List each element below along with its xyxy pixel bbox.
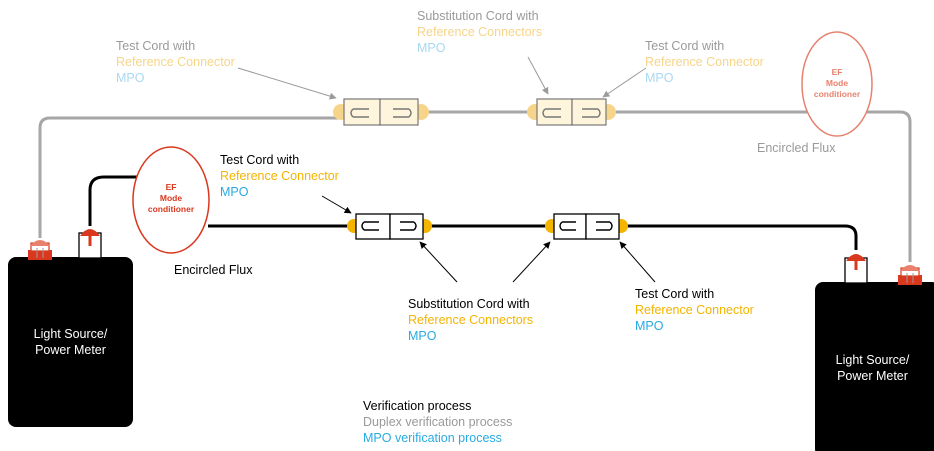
back-test-cord-left-line1: Test Cord with <box>116 39 196 53</box>
front-cable <box>88 175 858 250</box>
back-arrows <box>237 56 647 100</box>
front-substitution-cord-line1: Substitution Cord with <box>408 297 530 311</box>
front-test-cord-left-line2: Reference Connector <box>220 169 339 183</box>
front-arrows <box>321 195 656 283</box>
left-back-plug <box>28 240 52 260</box>
back-substitution-cord-label: Substitution Cord with Reference Connect… <box>417 8 542 56</box>
front-connector-pair-left <box>347 213 432 240</box>
legend-verification-process: Verification process <box>363 399 472 413</box>
back-test-cord-left-label: Test Cord with Reference Connector MPO <box>116 38 235 86</box>
back-conditioner-text: conditioner <box>813 89 861 99</box>
front-encircled-flux-label: Encircled Flux <box>174 263 253 277</box>
back-test-cord-right-line1: Test Cord with <box>645 39 725 53</box>
front-mode-text: Mode <box>159 193 183 203</box>
right-device-label-line2: Power Meter <box>837 369 908 383</box>
front-test-cord-left-line3: MPO <box>220 185 249 199</box>
front-mode-conditioner <box>132 146 210 254</box>
front-test-cord-right-line1: Test Cord with <box>635 287 715 301</box>
back-test-cord-right-line2: Reference Connector <box>645 55 764 69</box>
front-test-cord-left-label: Test Cord with Reference Connector MPO <box>220 152 339 200</box>
back-connector-pair-right <box>527 98 616 126</box>
back-encircled-flux-label: Encircled Flux <box>757 141 836 155</box>
back-cable <box>38 110 912 262</box>
front-test-cord-right-line2: Reference Connector <box>635 303 754 317</box>
back-substitution-cord-line2: Reference Connectors <box>417 25 543 39</box>
right-front-plug <box>844 254 868 284</box>
back-substitution-cord-line1: Substitution Cord with <box>417 9 539 23</box>
back-test-cord-right-line3: MPO <box>645 71 674 85</box>
front-connector-pair-right <box>545 213 628 240</box>
back-substitution-cord-line3: MPO <box>417 41 446 55</box>
back-connector-pair-left <box>333 98 429 126</box>
legend: Verification process Duplex verification… <box>363 398 512 446</box>
left-device-label-line1: Light Source/ <box>33 327 108 341</box>
left-device-label: Light Source/ Power Meter <box>8 326 133 358</box>
left-front-plug <box>78 229 102 259</box>
front-substitution-cord-line2: Reference Connectors <box>408 313 534 327</box>
front-test-cord-left-line1: Test Cord with <box>220 153 300 167</box>
back-mode-conditioner-label: EF Mode conditioner <box>802 67 872 100</box>
back-ef-text: EF <box>831 67 843 77</box>
right-light-source-power-meter <box>815 282 934 451</box>
back-mode-text: Mode <box>825 78 849 88</box>
right-device-label: Light Source/ Power Meter <box>815 352 930 384</box>
front-conditioner-text: conditioner <box>147 204 195 214</box>
back-test-cord-left-line3: MPO <box>116 71 145 85</box>
legend-mpo-verification: MPO verification process <box>363 431 502 445</box>
front-substitution-cord-label: Substitution Cord with Reference Connect… <box>408 296 533 344</box>
back-test-cord-left-line2: Reference Connector <box>116 55 235 69</box>
front-test-cord-right-line3: MPO <box>635 319 664 333</box>
front-test-cord-right-label: Test Cord with Reference Connector MPO <box>635 286 754 334</box>
front-ef-text: EF <box>165 182 177 192</box>
left-light-source-power-meter <box>8 257 133 427</box>
front-mode-conditioner-label: EF Mode conditioner <box>133 182 209 215</box>
legend-duplex-verification: Duplex verification process <box>363 415 513 429</box>
back-test-cord-right-label: Test Cord with Reference Connector MPO <box>645 38 764 86</box>
front-substitution-cord-line3: MPO <box>408 329 437 343</box>
back-mode-conditioner <box>801 31 873 137</box>
right-device-label-line1: Light Source/ <box>835 353 910 367</box>
right-back-plug <box>898 265 922 285</box>
left-device-label-line2: Power Meter <box>35 343 106 357</box>
